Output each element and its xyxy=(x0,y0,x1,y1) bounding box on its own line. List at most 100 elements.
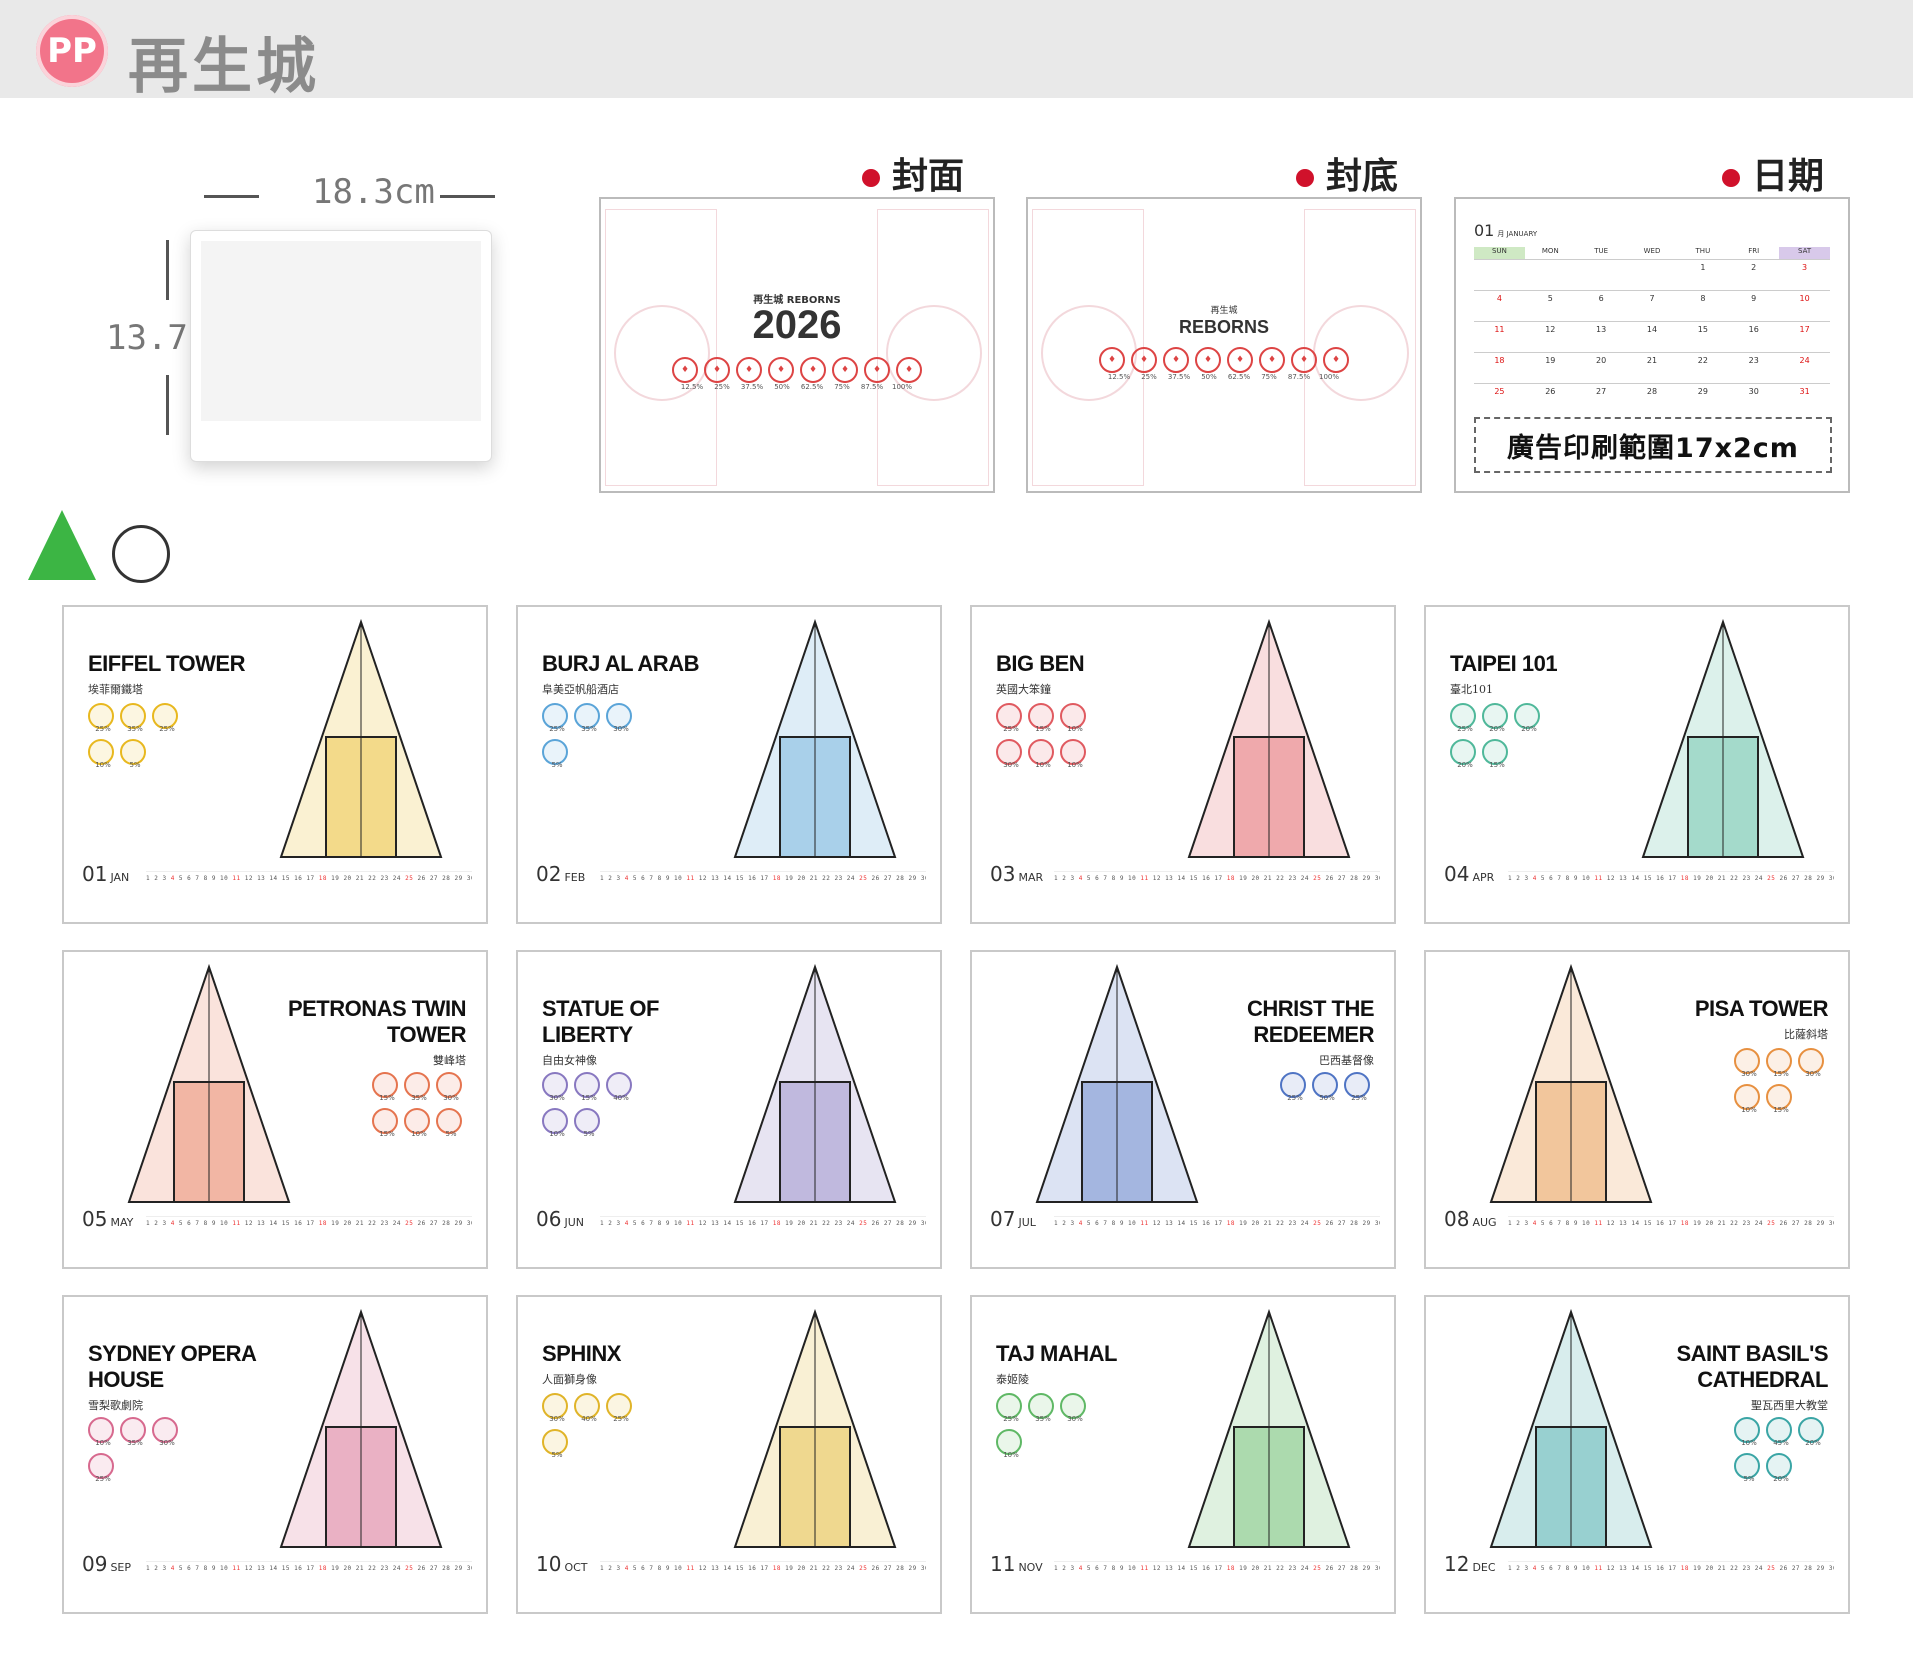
material-percent: 30% xyxy=(549,1415,565,1423)
recycle-material-icon: 10% xyxy=(88,739,118,769)
recycle-material-icon: 30% xyxy=(996,739,1026,769)
recycle-material-icon: 35% xyxy=(120,703,150,733)
day-strip: 1 2 3 4 5 6 7 8 9 10 11 12 13 14 15 16 1… xyxy=(146,871,472,882)
cover-line1: 再生城 REBORNS xyxy=(753,295,841,306)
landmark-illustration xyxy=(104,962,314,1207)
ghost-tower-left xyxy=(605,209,717,486)
material-percent: 10% xyxy=(1003,1451,1019,1459)
landmark-subtitle: 雪梨歌劇院 xyxy=(88,1399,143,1412)
recycle-material-icon: 25% xyxy=(996,703,1026,733)
material-icon-grid: 25%35%25%10%5% xyxy=(88,703,182,769)
ad-print-area: 廣告印刷範圍17x2cm xyxy=(1474,417,1832,473)
material-percent: 5% xyxy=(445,1130,457,1138)
height-line-bottom xyxy=(166,375,169,435)
material-percent: 30% xyxy=(549,1094,565,1102)
material-percent: 30% xyxy=(1741,1070,1757,1078)
material-percent: 20% xyxy=(1521,725,1537,733)
landmark-title: STATUE OF LIBERTY xyxy=(542,996,659,1047)
material-percent: 50% xyxy=(1319,1094,1335,1102)
material-icon-grid: 25% 35% 30% 5% xyxy=(542,703,636,769)
landmark-subtitle: 巴西基督像 xyxy=(1319,1054,1374,1067)
day-strip: 1 2 3 4 5 6 7 8 9 10 11 12 13 14 15 16 1… xyxy=(146,1561,472,1572)
material-percent: 35% xyxy=(581,725,597,733)
material-percent: 15% xyxy=(1773,1070,1789,1078)
recycle-material-icon: 25% xyxy=(542,703,572,733)
recycle-material-icon: 35% xyxy=(404,1072,434,1102)
material-percent: 10% xyxy=(1067,725,1083,733)
recycle-material-icon: 5% xyxy=(436,1108,466,1138)
material-icon-grid: 10%45%20%5%20% xyxy=(1734,1417,1828,1483)
material-percent: 10% xyxy=(1035,761,1051,769)
landmark-subtitle: 自由女神像 xyxy=(542,1054,597,1067)
recycle-material-icon: 5% xyxy=(120,739,150,769)
battery-icon: ♦ xyxy=(1323,347,1349,373)
landmark-illustration xyxy=(256,617,466,862)
recycle-material-icon: 15% xyxy=(1028,703,1058,733)
recycle-material-icon: 20% xyxy=(1450,739,1480,769)
material-percent: 15% xyxy=(379,1130,395,1138)
recycle-material-icon: 10% xyxy=(1060,703,1090,733)
bulb-icon: ♦ xyxy=(832,357,858,383)
material-percent: 15% xyxy=(379,1094,395,1102)
landmark-subtitle: 臺北101 xyxy=(1450,683,1493,696)
material-percent: 10% xyxy=(95,761,111,769)
material-percent: 10% xyxy=(411,1130,427,1138)
landmark-title: EIFFEL TOWER xyxy=(88,651,245,676)
recycle-material-icon: 30% xyxy=(542,1072,572,1102)
landmark-title: TAJ MAHAL xyxy=(996,1341,1117,1366)
recycle-material-icon: 45% xyxy=(1766,1417,1796,1447)
cover-preview: 再生城 REBORNS 2026 ♦ ♦ ♦ ♦ ♦ ♦ ♦ ♦ 12.5%25… xyxy=(599,197,995,493)
material-percent: 5% xyxy=(1743,1475,1755,1483)
day-strip: 1 2 3 4 5 6 7 8 9 10 11 12 13 14 15 16 1… xyxy=(600,1561,926,1572)
material-percent: 5% xyxy=(551,761,563,769)
day-strip: 1 2 3 4 5 6 7 8 9 10 11 12 13 14 15 16 1… xyxy=(1054,871,1380,882)
recycle-material-icon: 30% xyxy=(1734,1048,1764,1078)
material-percent: 15% xyxy=(1489,761,1505,769)
width-label: 18.3cm xyxy=(312,172,435,212)
recycle-material-icon: 10% xyxy=(404,1108,434,1138)
recycle-material-icon: 5% xyxy=(542,1429,572,1459)
landmark-illustration xyxy=(1466,962,1676,1207)
bottle-icon: ♦ xyxy=(672,357,698,383)
material-percent: 30% xyxy=(159,1439,175,1447)
material-percent: 30% xyxy=(1003,761,1019,769)
leaf-icon: ♦ xyxy=(1227,347,1253,373)
fish-icon: ♦ xyxy=(1291,347,1317,373)
landmark-subtitle: 阜美亞帆船酒店 xyxy=(542,683,619,696)
recycle-material-icon: 40% xyxy=(574,1393,604,1423)
recycle-material-icon: 40% xyxy=(606,1072,636,1102)
bulb-icon: ♦ xyxy=(1259,347,1285,373)
material-percent: 10% xyxy=(1741,1439,1757,1447)
landmark-illustration xyxy=(1618,617,1828,862)
width-line-right xyxy=(440,195,495,198)
material-percent: 15% xyxy=(581,1094,597,1102)
landmark-title: SPHINX xyxy=(542,1341,621,1366)
cover-icon-row: ♦ ♦ ♦ ♦ ♦ ♦ ♦ ♦ 12.5%25%37.5%50%62.5%75%… xyxy=(601,357,993,391)
recycle-material-icon: 30% xyxy=(1060,1393,1090,1423)
recycle-material-icon: 30% xyxy=(542,1393,572,1423)
recycle-material-icon: 10% xyxy=(88,1417,118,1447)
material-percent: 15% xyxy=(1773,1106,1789,1114)
material-icon-grid: 25%15%10%30%10%10% xyxy=(996,703,1090,769)
recycle-material-icon: 5% xyxy=(574,1108,604,1138)
material-percent: 25% xyxy=(95,1475,111,1483)
material-percent: 25% xyxy=(1351,1094,1367,1102)
recycle-material-icon: 15% xyxy=(574,1072,604,1102)
material-percent: 10% xyxy=(95,1439,111,1447)
recycle-material-icon: 10% xyxy=(1734,1417,1764,1447)
material-percent: 40% xyxy=(613,1094,629,1102)
material-percent: 5% xyxy=(583,1130,595,1138)
landmark-illustration xyxy=(1164,1307,1374,1552)
material-percent: 30% xyxy=(613,725,629,733)
ghost-tower-right xyxy=(877,209,989,486)
